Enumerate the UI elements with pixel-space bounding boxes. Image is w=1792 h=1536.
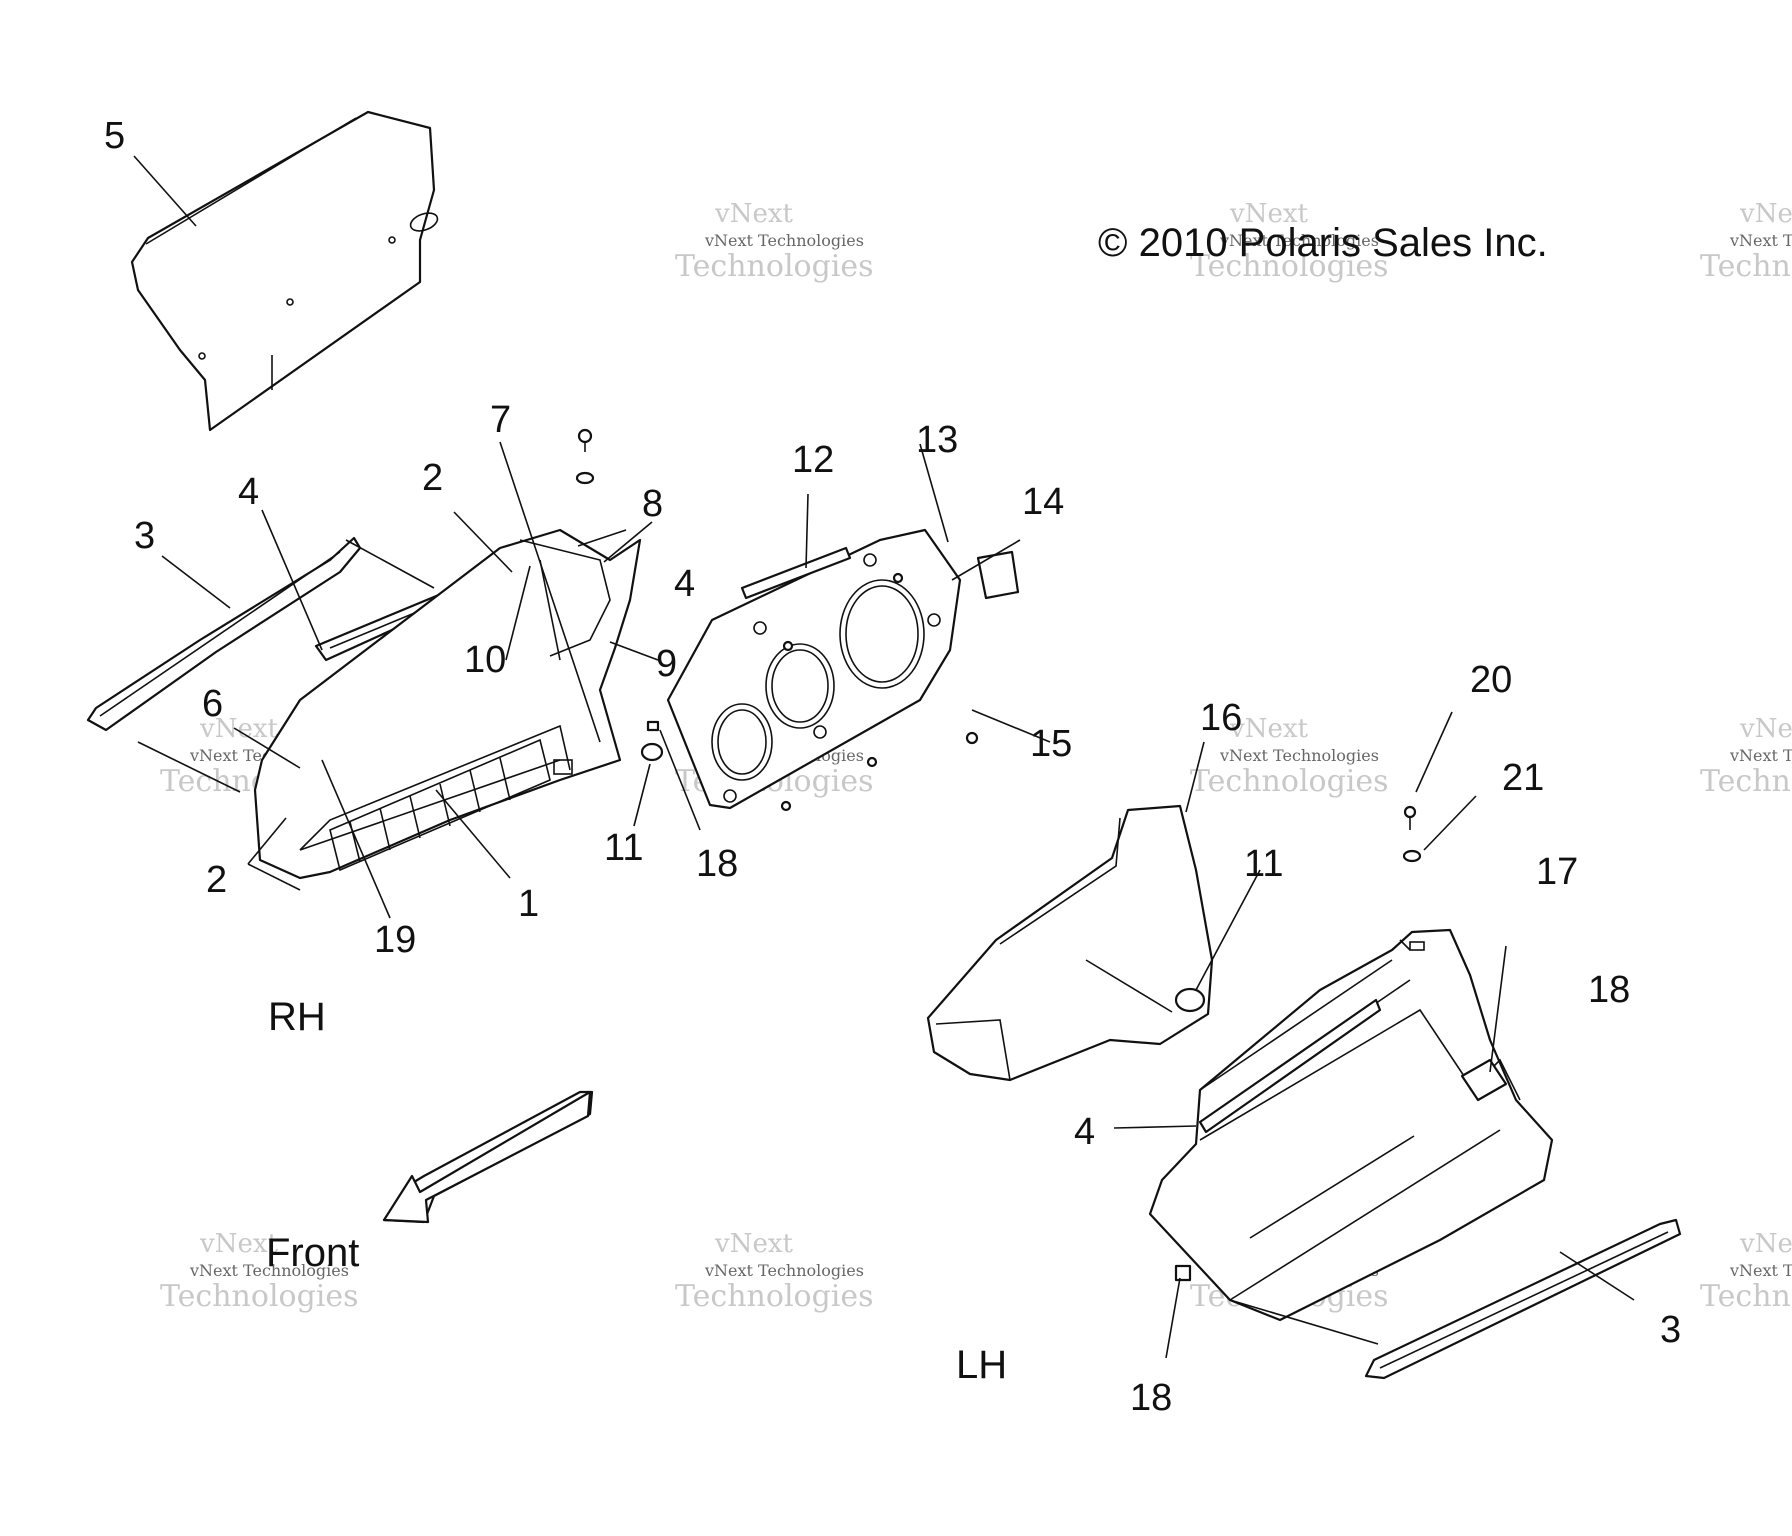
part-5-shield: [130, 110, 439, 432]
svg-text:Technologies: Technologies: [1190, 764, 1389, 799]
callout-12: 12: [792, 439, 834, 481]
svg-text:vNext: vNext: [714, 1229, 793, 1259]
part-18-lh-clips: [1174, 805, 1508, 1282]
watermark: vNext vNext Technologies Technologies: [1700, 1229, 1792, 1314]
grommet-icon: [640, 742, 664, 762]
callout-4: 4: [1074, 1111, 1095, 1153]
callout-14: 14: [1022, 481, 1064, 523]
callout-9: 9: [656, 643, 677, 685]
watermark: vNext vNext Technologies Technologies: [1190, 199, 1389, 284]
nut-icon: [575, 471, 595, 485]
callout-19: 19: [374, 919, 416, 961]
washer-icon: [1402, 849, 1422, 863]
callout-21: 21: [1502, 757, 1544, 799]
watermark: vNext vNext Technologies Technologies: [1700, 199, 1792, 284]
watermark: vNext vNext Technologies Technologies: [675, 1229, 874, 1314]
callout-1: 1: [518, 883, 539, 925]
part-3-rh-trim: [86, 536, 362, 732]
callout-17: 17: [1536, 851, 1578, 893]
svg-text:vNext Technologies: vNext Technologies: [1219, 746, 1379, 765]
callout-11: 11: [1244, 843, 1283, 885]
clip-icon: [646, 720, 660, 732]
copyright-text: © 2010 Polaris Sales Inc.: [1098, 221, 1548, 265]
screw-icon: [780, 800, 792, 812]
screw-icon: [782, 640, 794, 652]
callout-2: 2: [422, 457, 443, 499]
callout-2: 2: [206, 859, 227, 901]
svg-text:Technologies: Technologies: [160, 1279, 359, 1314]
watermark: vNext vNext Technologies Technologies: [1700, 714, 1792, 799]
callout-7: 7: [490, 399, 511, 441]
svg-text:vNext Technologies: vNext Technologies: [1219, 231, 1379, 250]
svg-text:Technologies: Technologies: [1190, 249, 1389, 284]
callout-13: 13: [916, 419, 958, 461]
screw-icon: [866, 756, 878, 768]
callout-6: 6: [202, 683, 223, 725]
callout-3: 3: [134, 515, 155, 557]
callout-16: 16: [1200, 697, 1242, 739]
watermark: vNext vNext Technologies Technologies: [675, 199, 874, 284]
callout-15: 15: [1030, 723, 1072, 765]
svg-text:vNext Technologies: vNext Technologies: [1729, 1261, 1792, 1280]
part-4-lh-trim: [1198, 998, 1382, 1134]
part-1-rh-console: [253, 528, 642, 880]
svg-text:vNext: vNext: [199, 714, 278, 744]
svg-text:vNext Technologies: vNext Technologies: [189, 1261, 349, 1280]
view-label-lh: LH: [956, 1343, 1007, 1387]
part-14-decal: [976, 550, 1020, 600]
svg-text:vNext Technologies: vNext Technologies: [704, 1261, 864, 1280]
callout-4: 4: [674, 563, 695, 605]
part-12-strip: [740, 546, 852, 600]
svg-text:vNext: vNext: [1739, 1229, 1792, 1259]
part-17-lh-console: [1148, 928, 1554, 1322]
callout-18: 18: [1130, 1377, 1172, 1419]
part-13-gauge-panel: [666, 528, 962, 810]
part-16-lh-cover: [926, 804, 1214, 1082]
part-3-lh-trim: [1364, 1218, 1682, 1380]
front-label: Front: [266, 1231, 359, 1275]
callouts: 5 7 2 8 12 13 14 4 3 4 10 9 6 15 11 18 2…: [104, 115, 1681, 1419]
svg-text:vNext: vNext: [714, 199, 793, 229]
watermark: vNext vNext Technologies Technologies: [1190, 714, 1389, 799]
svg-text:Technologies: Technologies: [1700, 1279, 1792, 1314]
svg-text:vNext: vNext: [199, 1229, 278, 1259]
watermark: vNext vNext Technologies Technologies: [160, 1229, 359, 1314]
callout-11: 11: [604, 827, 643, 869]
screw-icon: [965, 731, 979, 745]
svg-text:vNext Technologies: vNext Technologies: [1729, 746, 1792, 765]
svg-text:vNext: vNext: [1229, 199, 1308, 229]
svg-text:vNext: vNext: [1739, 199, 1792, 229]
callout-5: 5: [104, 115, 125, 157]
front-arrow-icon: [382, 1090, 594, 1224]
svg-text:Technologies: Technologies: [675, 249, 874, 284]
leader-lines: [133, 155, 1635, 1359]
view-label-rh: RH: [268, 995, 326, 1039]
svg-text:vNext: vNext: [1739, 714, 1792, 744]
svg-text:vNext Technologies: vNext Technologies: [704, 231, 864, 250]
svg-text:vNext Technologies: vNext Technologies: [1729, 231, 1792, 250]
callout-4: 4: [238, 471, 259, 513]
callout-18: 18: [1588, 969, 1630, 1011]
clip-icon: [1174, 1264, 1192, 1282]
callout-8: 8: [642, 483, 663, 525]
callout-20: 20: [1470, 659, 1512, 701]
callout-3: 3: [1660, 1309, 1681, 1351]
svg-text:Technologies: Technologies: [675, 1279, 874, 1314]
svg-text:vNext: vNext: [1229, 714, 1308, 744]
callout-18: 18: [696, 843, 738, 885]
screw-icon: [577, 428, 593, 452]
grommet-icon: [1174, 987, 1206, 1013]
screw-icon: [892, 572, 904, 584]
screw-icon: [1403, 805, 1417, 830]
fasteners: [575, 428, 979, 812]
svg-text:Technologies: Technologies: [1700, 249, 1792, 284]
svg-text:Technologies: Technologies: [1700, 764, 1792, 799]
callout-10: 10: [464, 639, 506, 681]
